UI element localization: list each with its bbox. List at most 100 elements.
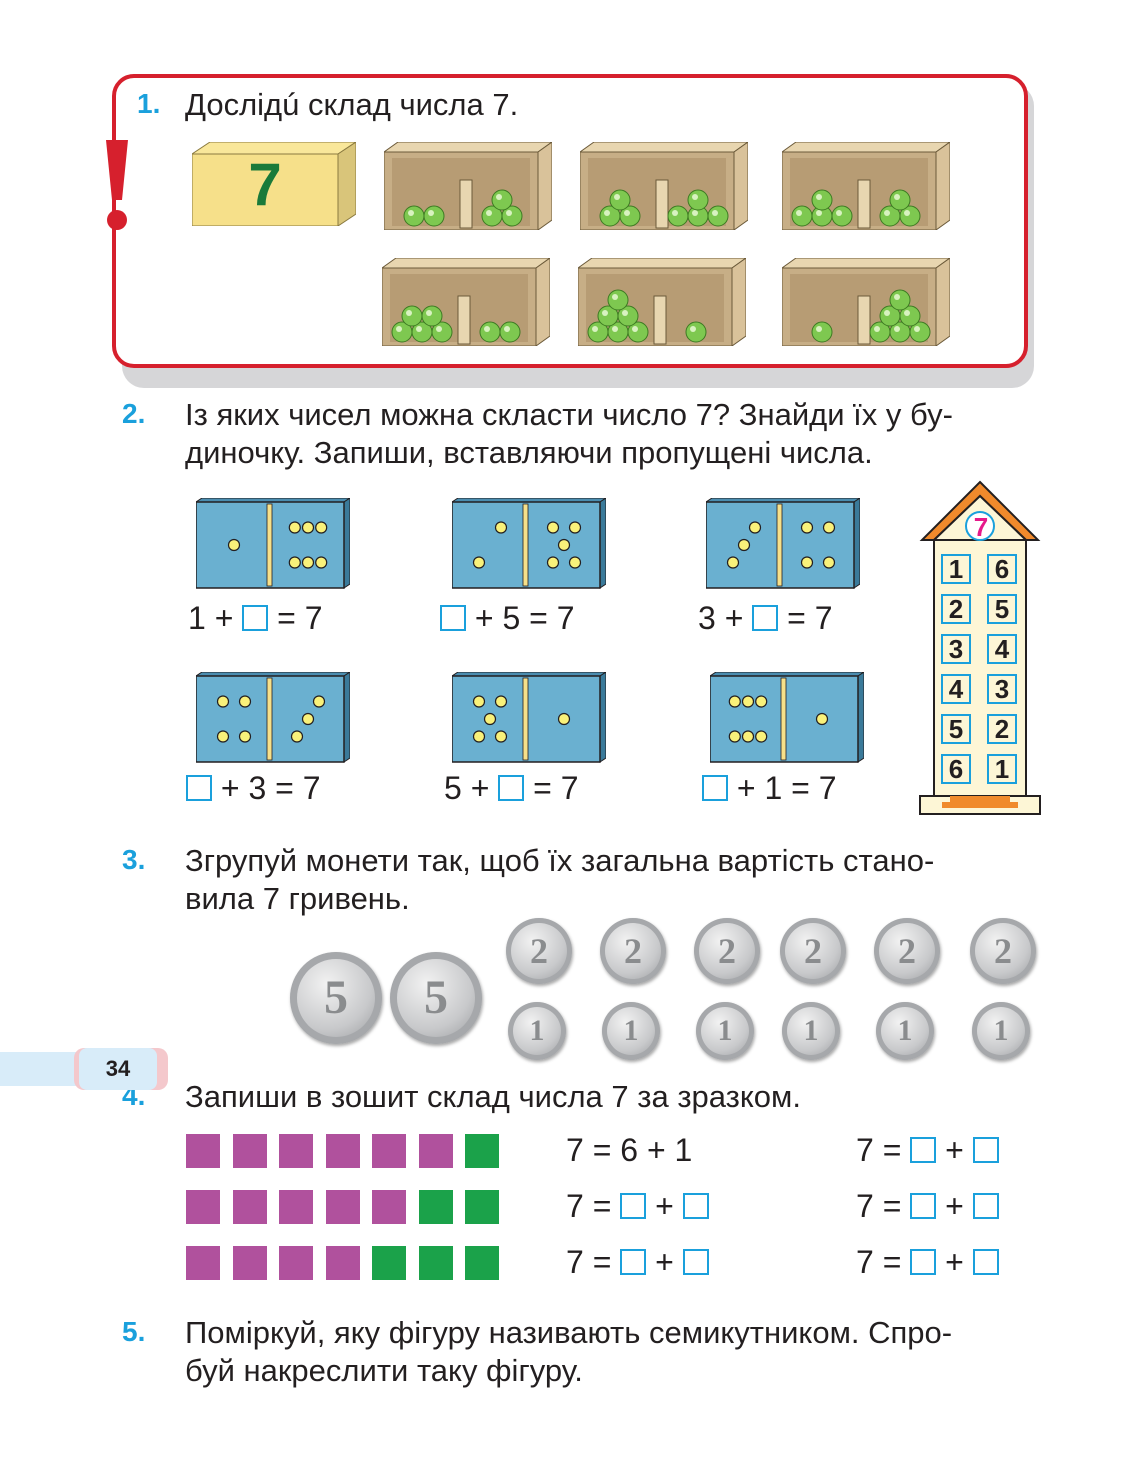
green-ball <box>791 205 813 227</box>
page-number-text: 34 <box>79 1048 157 1090</box>
coin[interactable]: 1 <box>876 1002 934 1060</box>
domino-dot <box>822 556 836 569</box>
coin-value: 5 <box>324 971 348 1024</box>
ball-box <box>384 142 552 230</box>
coin-value: 2 <box>624 931 642 971</box>
domino-dot <box>494 730 508 743</box>
answer-box[interactable] <box>910 1249 937 1275</box>
domino-dot <box>741 695 755 708</box>
coin-value: 2 <box>804 931 822 971</box>
coin-value: 2 <box>994 931 1012 971</box>
answer-box[interactable] <box>702 775 728 801</box>
coin[interactable]: 2 <box>970 918 1036 984</box>
coin-value: 2 <box>530 931 548 971</box>
magenta-square <box>325 1134 360 1168</box>
green-square <box>418 1190 453 1224</box>
coin-value: 5 <box>424 971 448 1024</box>
task5-number: 5. <box>122 1316 146 1347</box>
green-ball <box>421 305 443 327</box>
answer-box[interactable] <box>186 775 212 801</box>
green-ball <box>667 205 689 227</box>
domino <box>452 672 606 763</box>
answer-box[interactable] <box>682 1249 709 1275</box>
answer-box[interactable] <box>682 1193 709 1219</box>
domino-dot <box>557 712 571 726</box>
task5-line1: Поміркуй, яку фігуру називають семикутни… <box>185 1315 953 1350</box>
answer-box[interactable] <box>972 1137 999 1163</box>
green-ball <box>707 205 729 227</box>
green-ball <box>499 321 521 343</box>
coin[interactable]: 2 <box>780 918 846 984</box>
domino-dot <box>737 538 751 552</box>
domino <box>452 498 606 589</box>
ball-box <box>382 258 550 346</box>
answer-box[interactable] <box>620 1249 647 1275</box>
domino <box>196 672 350 763</box>
answer-box[interactable] <box>752 605 779 631</box>
coin[interactable]: 2 <box>874 918 940 984</box>
green-ball <box>889 289 911 311</box>
task2-line1: Із яких чисел можна скласти число 7? Зна… <box>185 397 953 432</box>
domino-dot <box>568 556 582 569</box>
domino-equation: + 3 = 7 <box>186 770 321 807</box>
coin[interactable]: 1 <box>602 1002 660 1060</box>
domino-dot <box>472 556 486 569</box>
domino-dot <box>301 712 315 726</box>
domino-dot <box>494 695 508 708</box>
answer-box[interactable] <box>910 1137 937 1163</box>
domino-dot <box>557 538 571 552</box>
task3-line1: Згрупуй монети так, щоб їх загальна варт… <box>185 843 935 878</box>
coin[interactable]: 5 <box>290 952 382 1044</box>
domino-dot <box>800 521 814 534</box>
composition-template: 7 = + <box>566 1188 709 1225</box>
magenta-square <box>232 1246 267 1280</box>
domino-equation: 3 + = 7 <box>698 600 833 636</box>
domino-dot <box>315 521 328 534</box>
green-square <box>465 1246 499 1280</box>
answer-box[interactable] <box>242 605 269 631</box>
magenta-square <box>279 1134 313 1168</box>
domino <box>706 498 860 589</box>
exclamation-icon <box>106 140 128 230</box>
domino-dot <box>494 521 508 534</box>
answer-box[interactable] <box>620 1193 647 1219</box>
magenta-square <box>372 1190 406 1224</box>
magenta-square <box>372 1134 406 1168</box>
coin[interactable]: 1 <box>972 1002 1030 1060</box>
answer-box[interactable] <box>910 1193 937 1219</box>
green-ball <box>403 205 425 227</box>
house-cell: 3 <box>941 634 971 664</box>
coin[interactable]: 2 <box>506 918 572 984</box>
answer-box[interactable] <box>972 1193 999 1219</box>
coin-value: 1 <box>623 1014 639 1047</box>
task4-example: 7 = 6 + 1 <box>566 1132 693 1168</box>
magenta-square <box>186 1190 220 1224</box>
domino-dot <box>546 521 560 534</box>
green-ball <box>491 189 513 211</box>
magenta-square <box>232 1190 267 1224</box>
coin[interactable]: 5 <box>390 952 482 1044</box>
composition-template: 7 = + <box>566 1244 709 1281</box>
coin[interactable]: 1 <box>696 1002 754 1060</box>
domino-equation: + 1 = 7 <box>702 770 837 807</box>
domino-dot <box>546 556 560 569</box>
coin[interactable]: 1 <box>782 1002 840 1060</box>
domino-dot <box>483 712 497 726</box>
domino-equation: + 5 = 7 <box>440 600 575 637</box>
answer-box[interactable] <box>972 1249 999 1275</box>
composition-template: 7 = + <box>856 1132 999 1169</box>
answer-box[interactable] <box>498 775 525 801</box>
domino-dot <box>216 695 230 708</box>
magenta-square <box>186 1246 220 1280</box>
green-ball <box>687 189 709 211</box>
domino-dot <box>227 538 241 552</box>
coin[interactable]: 1 <box>508 1002 566 1060</box>
green-ball <box>401 305 423 327</box>
answer-box[interactable] <box>440 605 466 631</box>
domino-dot <box>288 521 301 534</box>
domino-dot <box>748 521 762 534</box>
coin[interactable]: 2 <box>694 918 760 984</box>
ball-box <box>578 258 746 346</box>
green-square <box>418 1246 453 1280</box>
coin[interactable]: 2 <box>600 918 666 984</box>
